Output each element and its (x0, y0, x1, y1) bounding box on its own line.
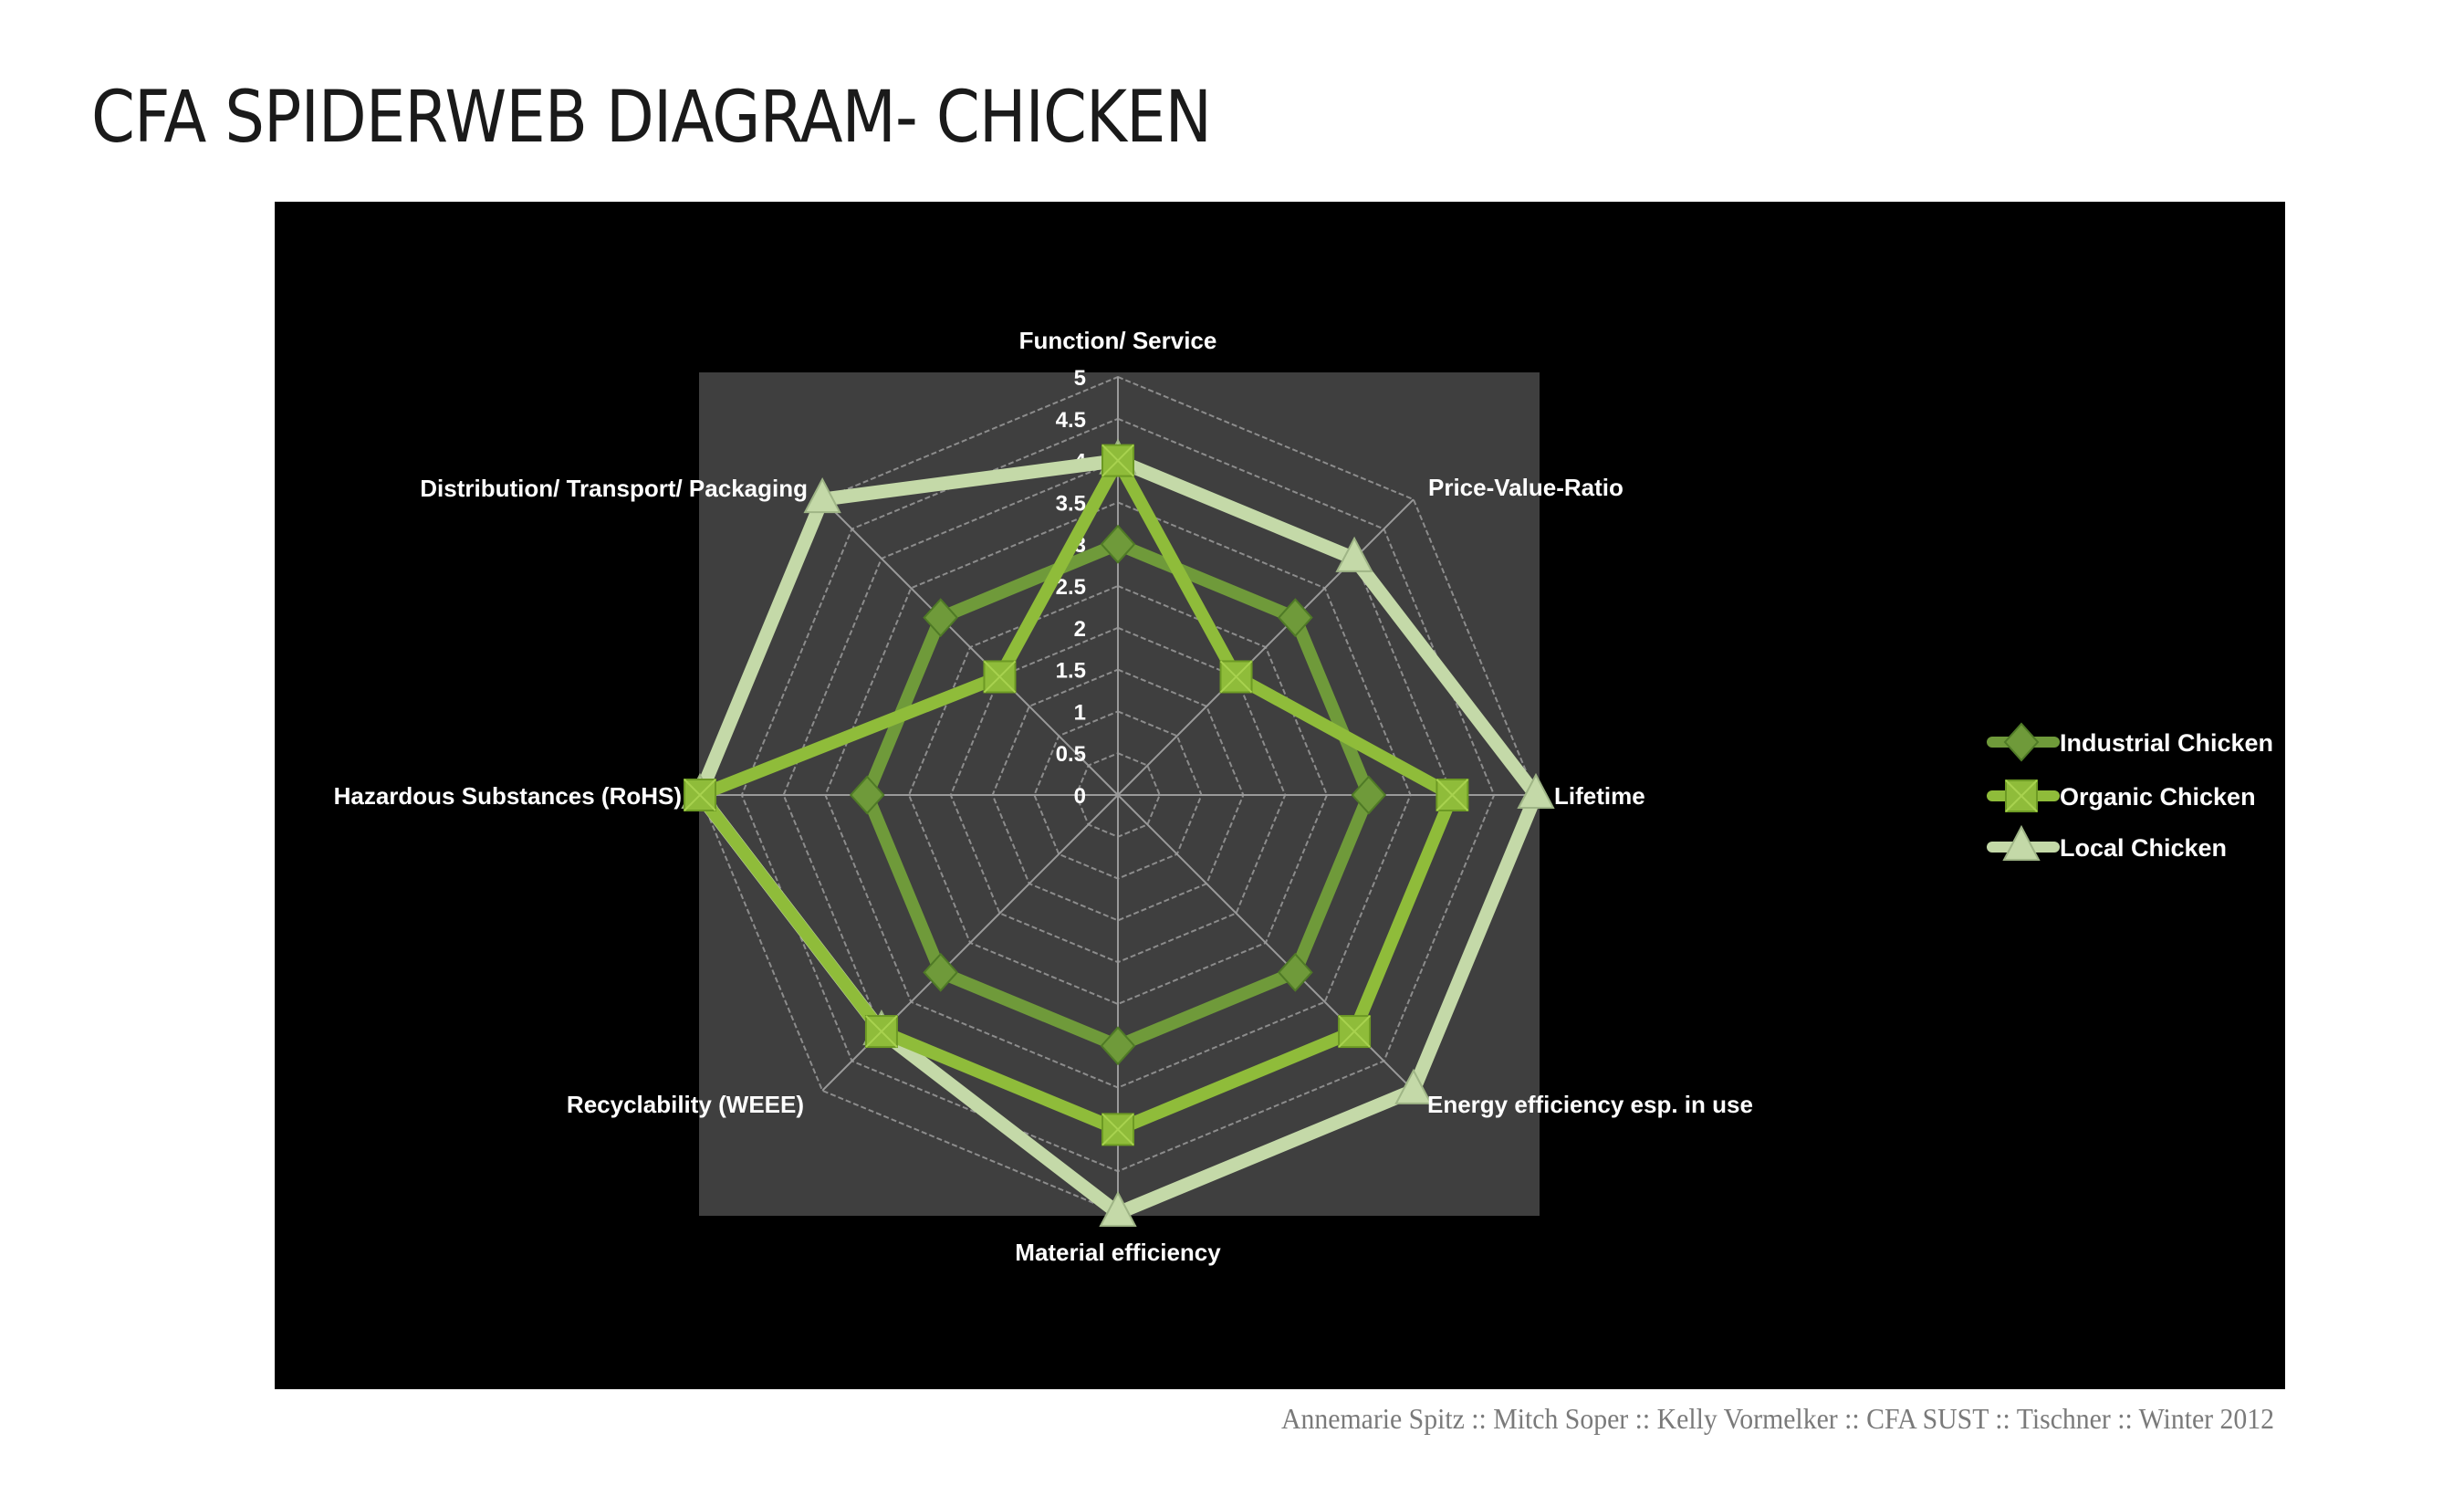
triangle-marker-icon (1099, 1190, 1137, 1227)
legend-triangle-icon (2002, 824, 2041, 861)
marker-facet (983, 660, 1017, 694)
triangle-marker-icon (803, 477, 841, 514)
tick-label: 2 (1074, 617, 1086, 642)
triangle-marker-icon (1394, 1068, 1433, 1104)
tick-label: 2.5 (1056, 575, 1086, 600)
radar-chart-canvas: 00.511.522.533.544.55 Function/ ServiceP… (334, 327, 2273, 1266)
tick-label: 1.5 (1056, 659, 1086, 684)
legend-item-local-chicken[interactable]: Local Chicken (1987, 824, 2227, 862)
slide-title: CFA SPIDERWEB DIAGRAM- CHICKEN (91, 77, 1212, 159)
series-layer (681, 438, 1555, 1227)
legend-label: Industrial Chicken (2060, 729, 2273, 757)
axis-label-5: Recyclability (WEEE) (567, 1091, 804, 1118)
tick-label: 0 (1074, 784, 1086, 809)
radial-tick-labels: 00.511.522.533.544.55 (1056, 366, 1087, 809)
axis-labels: Function/ ServicePrice-Value-RatioLifeti… (334, 327, 1753, 1266)
marker-facet (1101, 444, 1134, 477)
axis-label-1: Price-Value-Ratio (1428, 474, 1624, 501)
triangle-marker-icon (1517, 772, 1555, 809)
legend-diamond-icon (2003, 722, 2040, 762)
tick-label: 5 (1074, 366, 1086, 391)
diamond-marker-icon (1100, 1026, 1136, 1066)
axis-spoke (821, 498, 1119, 796)
legend-item-industrial-chicken[interactable]: Industrial Chicken (1987, 722, 2273, 762)
legend-item-organic-chicken[interactable]: Organic Chicken (1987, 779, 2256, 812)
axis-label-0: Function/ Service (1019, 327, 1217, 354)
axis-label-3: Energy efficiency esp. in use (1427, 1091, 1753, 1118)
grid-ring (991, 668, 1245, 922)
axis-label-7: Distribution/ Transport/ Packaging (420, 475, 808, 502)
marker-facet (865, 1015, 898, 1048)
legend-label: Local Chicken (2060, 834, 2227, 862)
legend-label: Organic Chicken (2060, 783, 2256, 811)
axis-label-4: Material efficiency (1015, 1239, 1221, 1266)
marker-facet (2005, 779, 2038, 812)
tick-label: 0.5 (1056, 742, 1086, 767)
series-organic-chicken (684, 444, 1469, 1146)
diamond-marker-icon (923, 952, 959, 992)
tick-label: 4.5 (1056, 408, 1086, 433)
diamond-marker-icon (1351, 775, 1387, 815)
series-industrial-chicken (849, 524, 1387, 1066)
footer-credits: Annemarie Spitz :: Mitch Soper :: Kelly … (1281, 1402, 2275, 1435)
tick-label: 3.5 (1056, 491, 1086, 516)
marker-facet (684, 779, 716, 811)
marker-facet (1101, 1113, 1134, 1146)
triangle-marker-icon (1335, 536, 1373, 572)
diamond-marker-icon (1100, 524, 1136, 564)
diamond-marker-icon (923, 598, 959, 638)
tick-label: 1 (1074, 700, 1086, 725)
marker-facet (1219, 660, 1253, 694)
marker-facet (1338, 1015, 1371, 1048)
diamond-marker-icon (1277, 952, 1313, 992)
axis-label-6: Hazardous Substances (RoHS) (334, 782, 682, 810)
marker-facet (1436, 779, 1469, 811)
diamond-marker-icon (849, 775, 885, 815)
diamond-marker-icon (1277, 598, 1313, 638)
axis-label-2: Lifetime (1554, 782, 1645, 810)
axis-spoke (1117, 498, 1415, 796)
